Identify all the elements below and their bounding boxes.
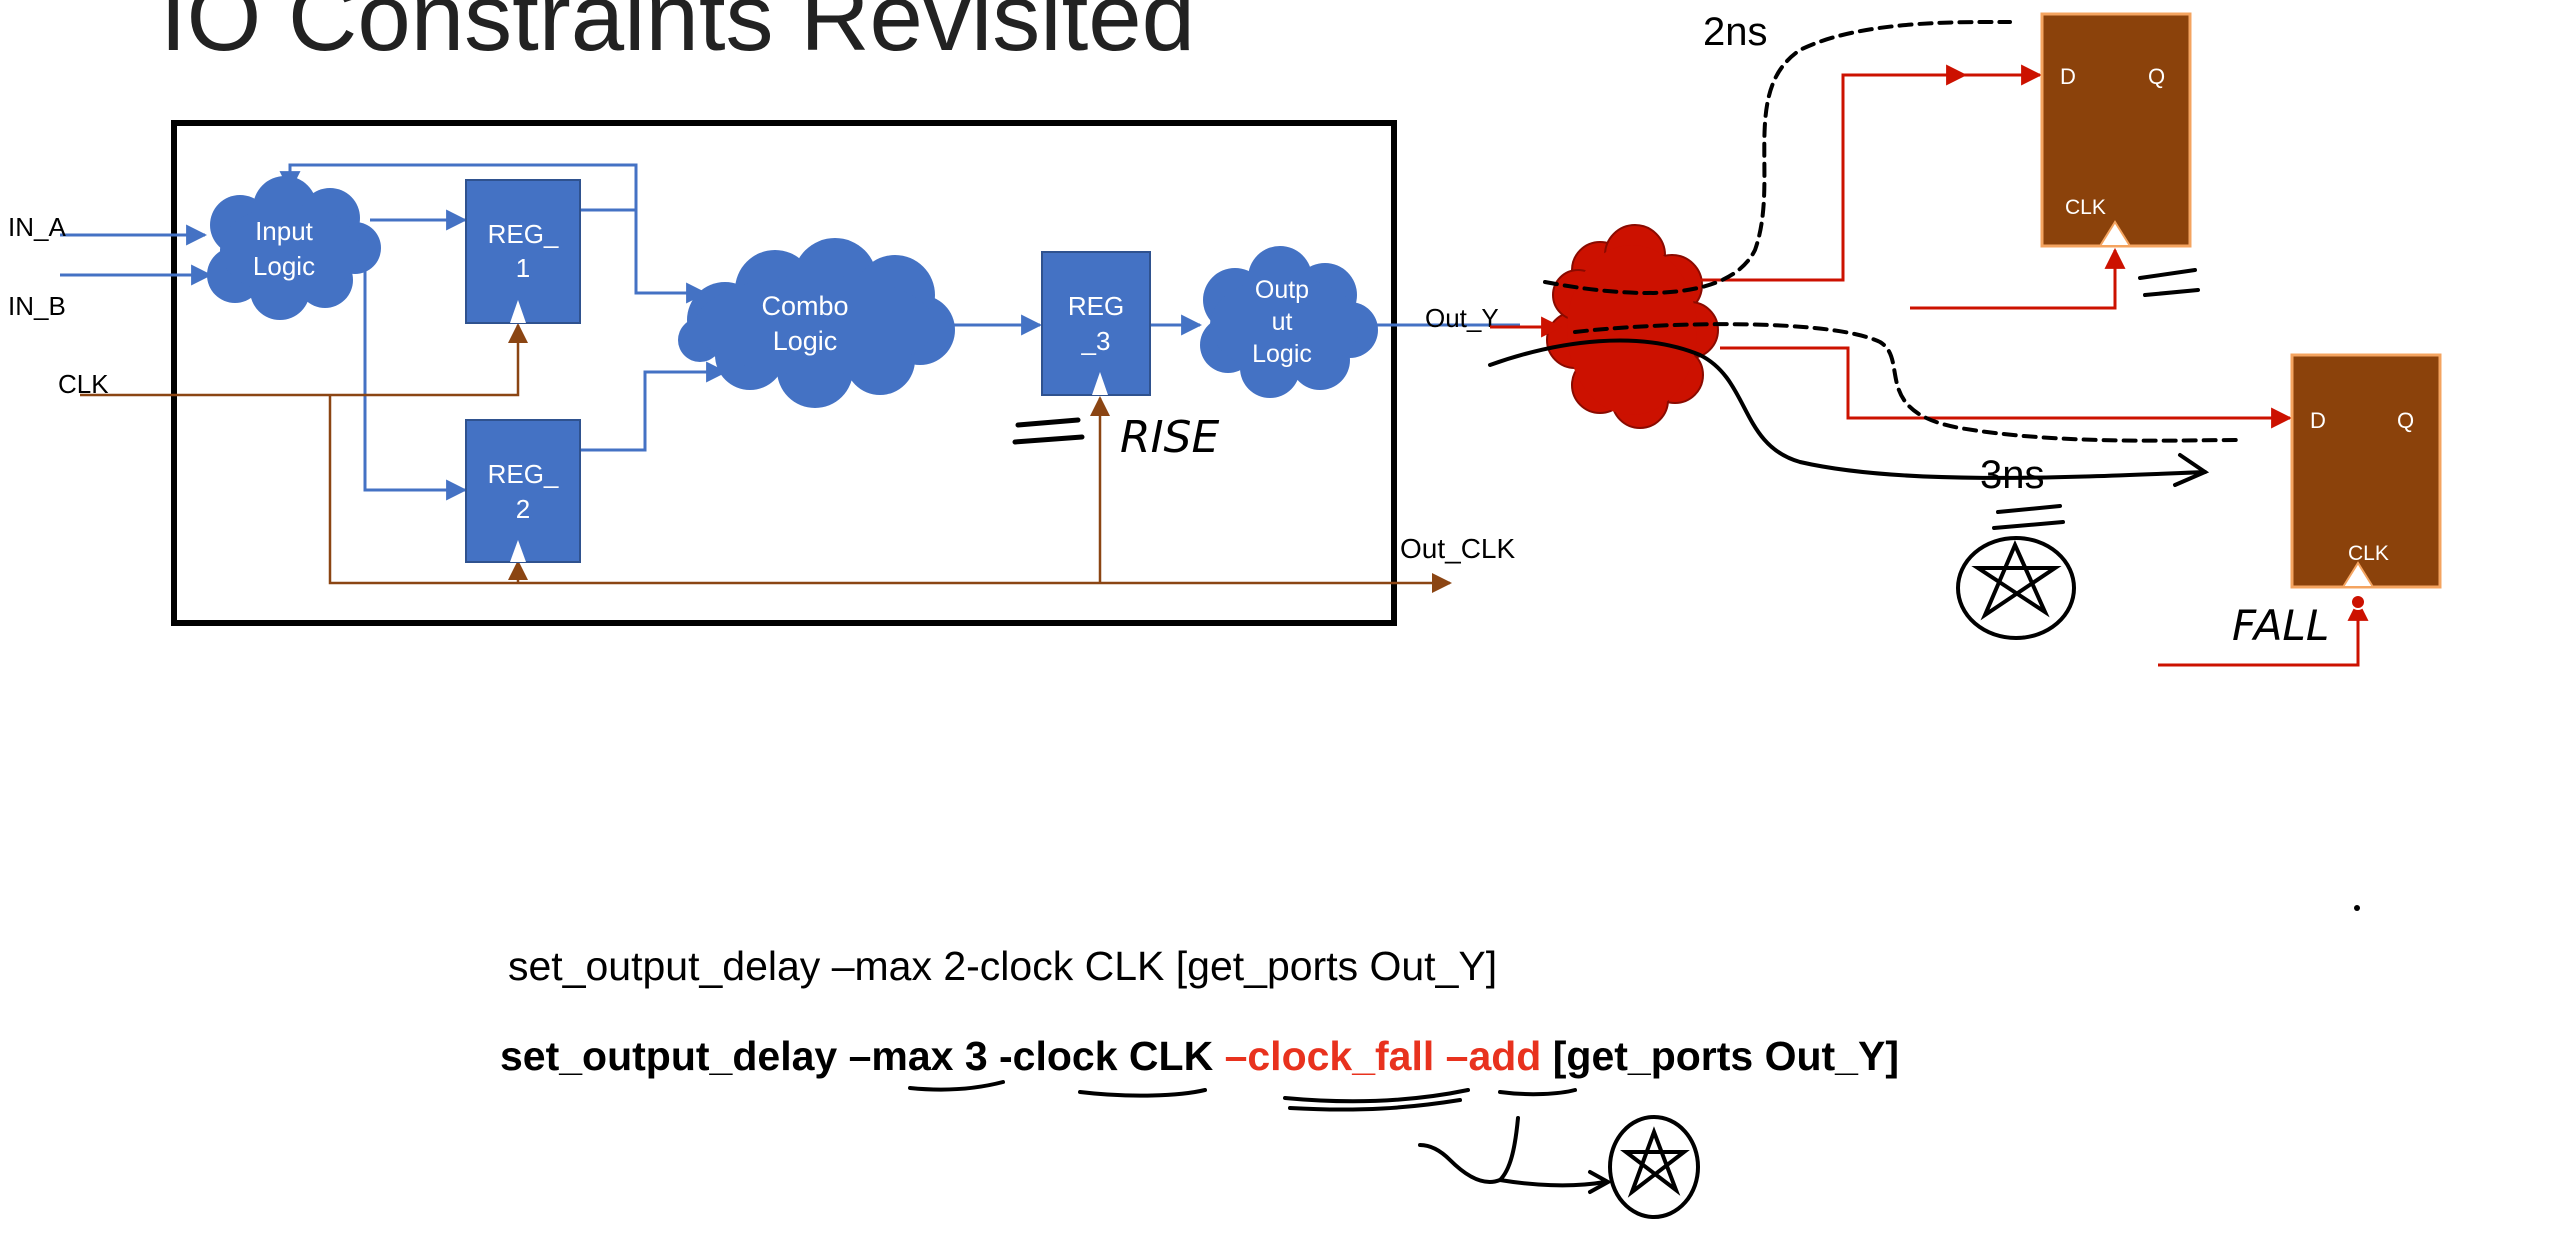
reg1-label-1: REG_: [488, 219, 559, 249]
stray-dot: [2354, 905, 2360, 911]
input-logic-label-2: Logic: [253, 251, 315, 281]
data-wires: [60, 163, 1520, 501]
out-clk-label: Out_CLK: [1400, 533, 1515, 564]
ff-bottom-d-label: D: [2310, 408, 2326, 433]
input-logic-label-1: Input: [255, 216, 314, 246]
in-b-label: IN_B: [8, 291, 66, 321]
delay-top-label: 2ns: [1703, 10, 1768, 54]
output-logic-label-1: Outp: [1255, 276, 1309, 304]
output-logic-cloud: Outp ut Logic: [1200, 246, 1378, 398]
rise-label: RISE: [1120, 412, 1219, 463]
command-line-2: set_output_delay –max 3 -clock CLK –cloc…: [500, 1033, 1899, 1079]
slide-title: IO Constraints Revisited: [160, 0, 1195, 71]
reg3-label-1: REG: [1068, 291, 1124, 321]
reg1-label-2: 1: [516, 253, 530, 283]
reg3-block: REG _3: [1041, 251, 1151, 396]
ff-bottom-clk-label: CLK: [2348, 542, 2389, 565]
fall-label: FALL: [2232, 601, 2329, 650]
ff-top-q-label: Q: [2148, 64, 2165, 89]
command-line-1: set_output_delay –max 2-clock CLK [get_p…: [508, 943, 1497, 989]
ff-top-clk-label: CLK: [2065, 196, 2106, 219]
external-data-wires: [1490, 64, 2369, 667]
reg3-label-2: _3: [1081, 326, 1111, 356]
reg2-label-1: REG_: [488, 459, 559, 489]
command-line-2-part-3: [get_ports Out_Y]: [1541, 1033, 1899, 1079]
combo-logic-cloud: Combo Logic: [678, 238, 955, 408]
delay-bottom-label: 3ns: [1980, 453, 2045, 497]
in-a-label: IN_A: [8, 212, 66, 242]
combo-logic-label-1: Combo: [761, 291, 848, 321]
clk-label: CLK: [58, 369, 109, 399]
handdrawn-timing-paths: [1488, 19, 2242, 530]
clock-wires: [80, 323, 1452, 593]
reg2-label-2: 2: [516, 494, 530, 524]
output-logic-label-2: ut: [1272, 308, 1293, 336]
rise-annotation: [1012, 417, 1085, 445]
reg2-block: REG_ 2: [465, 419, 581, 563]
input-logic-cloud: Input Logic: [207, 176, 381, 320]
external-logic-cloud: [1546, 224, 1719, 429]
combo-logic-label-2: Logic: [773, 326, 838, 356]
reg1-block: REG_ 1: [465, 179, 581, 324]
star-circle-annotation-bottom: [1608, 1115, 1700, 1219]
design-boundary-box: [171, 120, 1397, 626]
output-logic-label-3: Logic: [1252, 340, 1312, 368]
out-y-label: Out_Y: [1425, 303, 1499, 333]
command-line-2-part-1: set_output_delay –max 3 -clock CLK: [500, 1033, 1225, 1079]
ff-top-d-label: D: [2060, 64, 2076, 89]
ff-bottom-q-label: Q: [2397, 408, 2414, 433]
external-ff-top: D Q CLK: [2040, 12, 2192, 248]
command-underlines: [908, 1080, 1613, 1194]
external-ff-bottom: D Q CLK: [2290, 353, 2442, 610]
star-circle-annotation-right: [1956, 536, 2076, 640]
command-line-2-part-2: –clock_fall –add: [1225, 1033, 1542, 1079]
